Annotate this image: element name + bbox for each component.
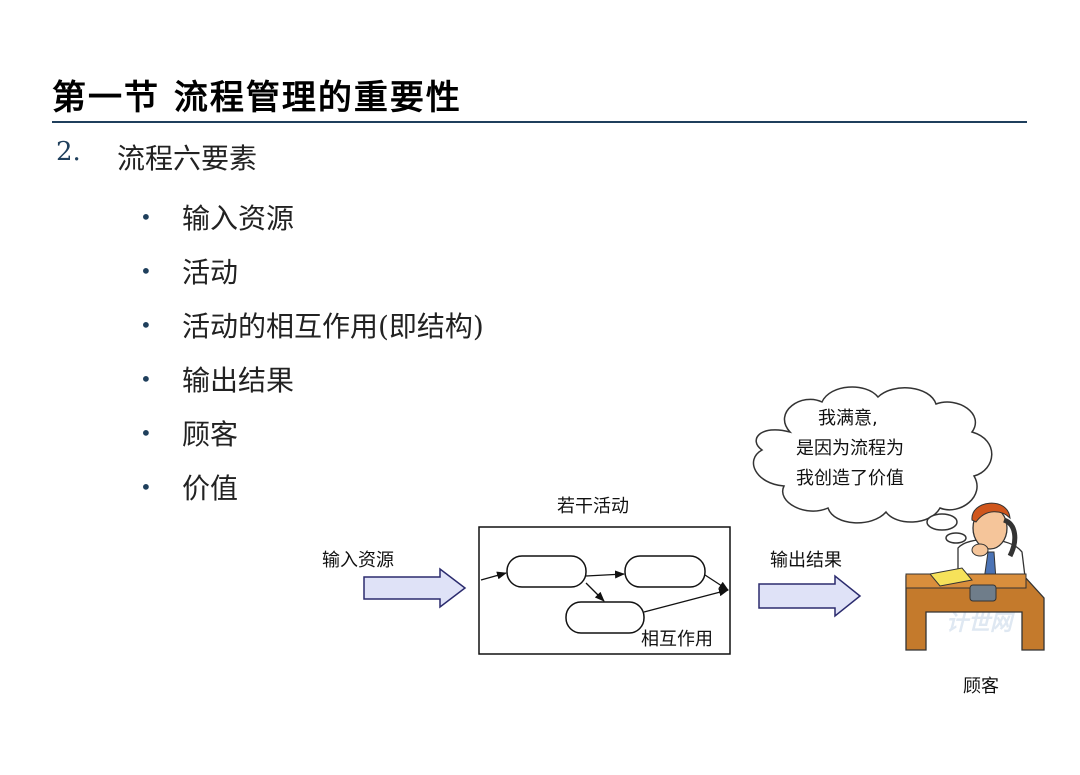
- thought-bubble: [752, 386, 993, 553]
- list-item: • 顾客: [140, 406, 484, 460]
- input-resource-label: 输入资源: [322, 550, 394, 571]
- activity-box: [506, 555, 587, 588]
- activity-box: [624, 555, 706, 588]
- interaction-arrow: [704, 574, 729, 591]
- interaction-arrow: [585, 570, 625, 579]
- activity-box: [565, 601, 645, 634]
- list-item-label: 输出结果: [182, 364, 295, 397]
- bullet-marker: •: [140, 367, 152, 391]
- output-result-label: 输出结果: [770, 550, 842, 571]
- list-item: • 输出结果: [140, 352, 484, 406]
- list-item-label: 活动的相互作用(即结构): [182, 310, 484, 343]
- interaction-label: 相互作用: [641, 629, 713, 650]
- list-item: • 价值: [140, 460, 484, 514]
- watermark-text: 计世网: [946, 611, 1015, 636]
- interaction-arrow: [643, 588, 729, 613]
- section-number: 2.: [56, 137, 81, 167]
- list-item-label: 顾客: [182, 418, 239, 451]
- list-item-label: 活动: [182, 256, 239, 289]
- title-divider: [52, 121, 1027, 123]
- section-heading: 流程六要素: [117, 142, 258, 175]
- interaction-arrow: [585, 582, 605, 602]
- interaction-arrow: [480, 571, 507, 581]
- speech-line-2: 是因为流程为: [796, 438, 904, 459]
- bullet-marker: •: [140, 475, 152, 499]
- speech-line-3: 我创造了价值: [796, 468, 904, 489]
- input-arrow: [363, 567, 467, 609]
- speech-line-1: 我满意,: [818, 408, 878, 429]
- customer-label: 顾客: [963, 676, 999, 697]
- activities-label: 若干活动: [557, 496, 629, 517]
- element-list: • 输入资源 • 活动 • 活动的相互作用(即结构) • 输出结果 • 顾客 • 价值: [140, 190, 484, 514]
- list-item-label: 价值: [182, 472, 239, 505]
- customer-illustration: 计世网: [905, 502, 1045, 651]
- bullet-marker: •: [140, 259, 152, 283]
- list-item: • 活动的相互作用(即结构): [140, 298, 484, 352]
- list-item: • 活动: [140, 244, 484, 298]
- list-item-label: 输入资源: [182, 202, 295, 235]
- list-item: • 输入资源: [140, 190, 484, 244]
- bullet-marker: •: [140, 421, 152, 445]
- bullet-marker: •: [140, 313, 152, 337]
- output-arrow: [758, 574, 862, 618]
- slide-title: 第一节 流程管理的重要性: [52, 78, 462, 118]
- bullet-marker: •: [140, 205, 152, 229]
